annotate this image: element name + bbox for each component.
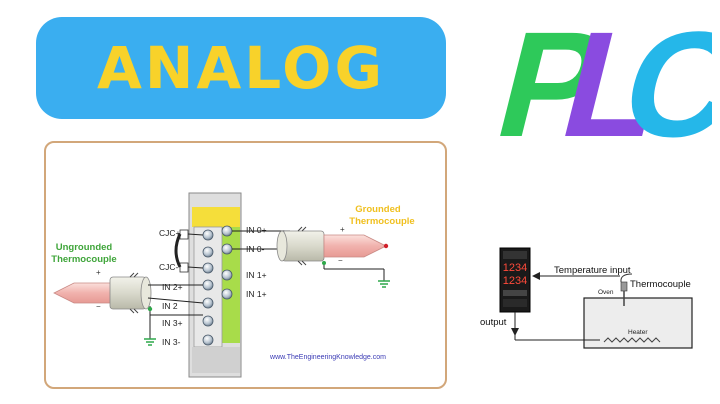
- input-arrow: [532, 272, 540, 280]
- thermocouple-probe: [620, 273, 633, 306]
- thermocouple-label: Thermocouple: [630, 279, 691, 290]
- io-module: [188, 192, 242, 378]
- terminal-label-cjc-minus: CJC-: [159, 262, 179, 272]
- temperature-input-label: Temperature input: [554, 265, 631, 276]
- controller-sv-display: 1234: [503, 275, 527, 287]
- grounded-label-line2: Thermocouple: [349, 216, 414, 227]
- ungrounded-thermocouple: [53, 272, 204, 346]
- plc-logo: P L C: [482, 8, 712, 148]
- grounded-label-line1: Grounded: [355, 204, 401, 215]
- watermark-text: www.TheEngineeringKnowledge.com: [269, 354, 386, 361]
- terminal-label-in3-plus: IN 3+: [162, 318, 183, 328]
- temperature-controller: 1234 1234: [499, 247, 531, 313]
- grounded-minus-sign: −: [338, 256, 343, 265]
- terminal-label-cjc-plus: CJC+: [159, 228, 181, 238]
- wiring-diagram: Ungrounded Thermocouple Grounded Thermoc…: [51, 192, 415, 378]
- grounded-thermocouple: [232, 226, 390, 288]
- terminal-label-in2-plus: IN 2+: [162, 282, 183, 292]
- oven: Oven Heater: [583, 289, 693, 349]
- controller-pv-display: 1234: [503, 262, 527, 274]
- terminal-label-in0-minus: IN 0-: [246, 244, 265, 254]
- terminal-label-in0-plus: IN 0+: [246, 225, 267, 235]
- terminal-label-in1-plus-2: IN 1+: [246, 289, 267, 299]
- output-arrow: [511, 328, 519, 336]
- control-loop-diagram: 1234 1234 Oven Heater Temperature input …: [480, 247, 693, 349]
- grounded-plus-sign: +: [340, 225, 345, 234]
- terminal-label-in1-plus: IN 1+: [246, 270, 267, 280]
- terminal-label-in3-minus: IN 3-: [162, 337, 181, 347]
- ungrounded-plus-sign: +: [96, 268, 101, 277]
- analog-banner: ANALOG: [36, 17, 446, 119]
- ungrounded-minus-sign: −: [96, 302, 101, 311]
- heater-label: Heater: [628, 329, 648, 336]
- heater-coil: [603, 337, 661, 343]
- wiring-panel: Ungrounded Thermocouple Grounded Thermoc…: [44, 141, 447, 389]
- ungrounded-label-line2: Thermocouple: [51, 254, 116, 265]
- cjc-sensor: [174, 229, 204, 273]
- oven-label: Oven: [598, 289, 614, 296]
- banner-title: ANALOG: [96, 34, 386, 102]
- terminal-label-in2: IN 2: [162, 301, 178, 311]
- ungrounded-label-line1: Ungrounded: [56, 242, 113, 253]
- output-label: output: [480, 317, 507, 328]
